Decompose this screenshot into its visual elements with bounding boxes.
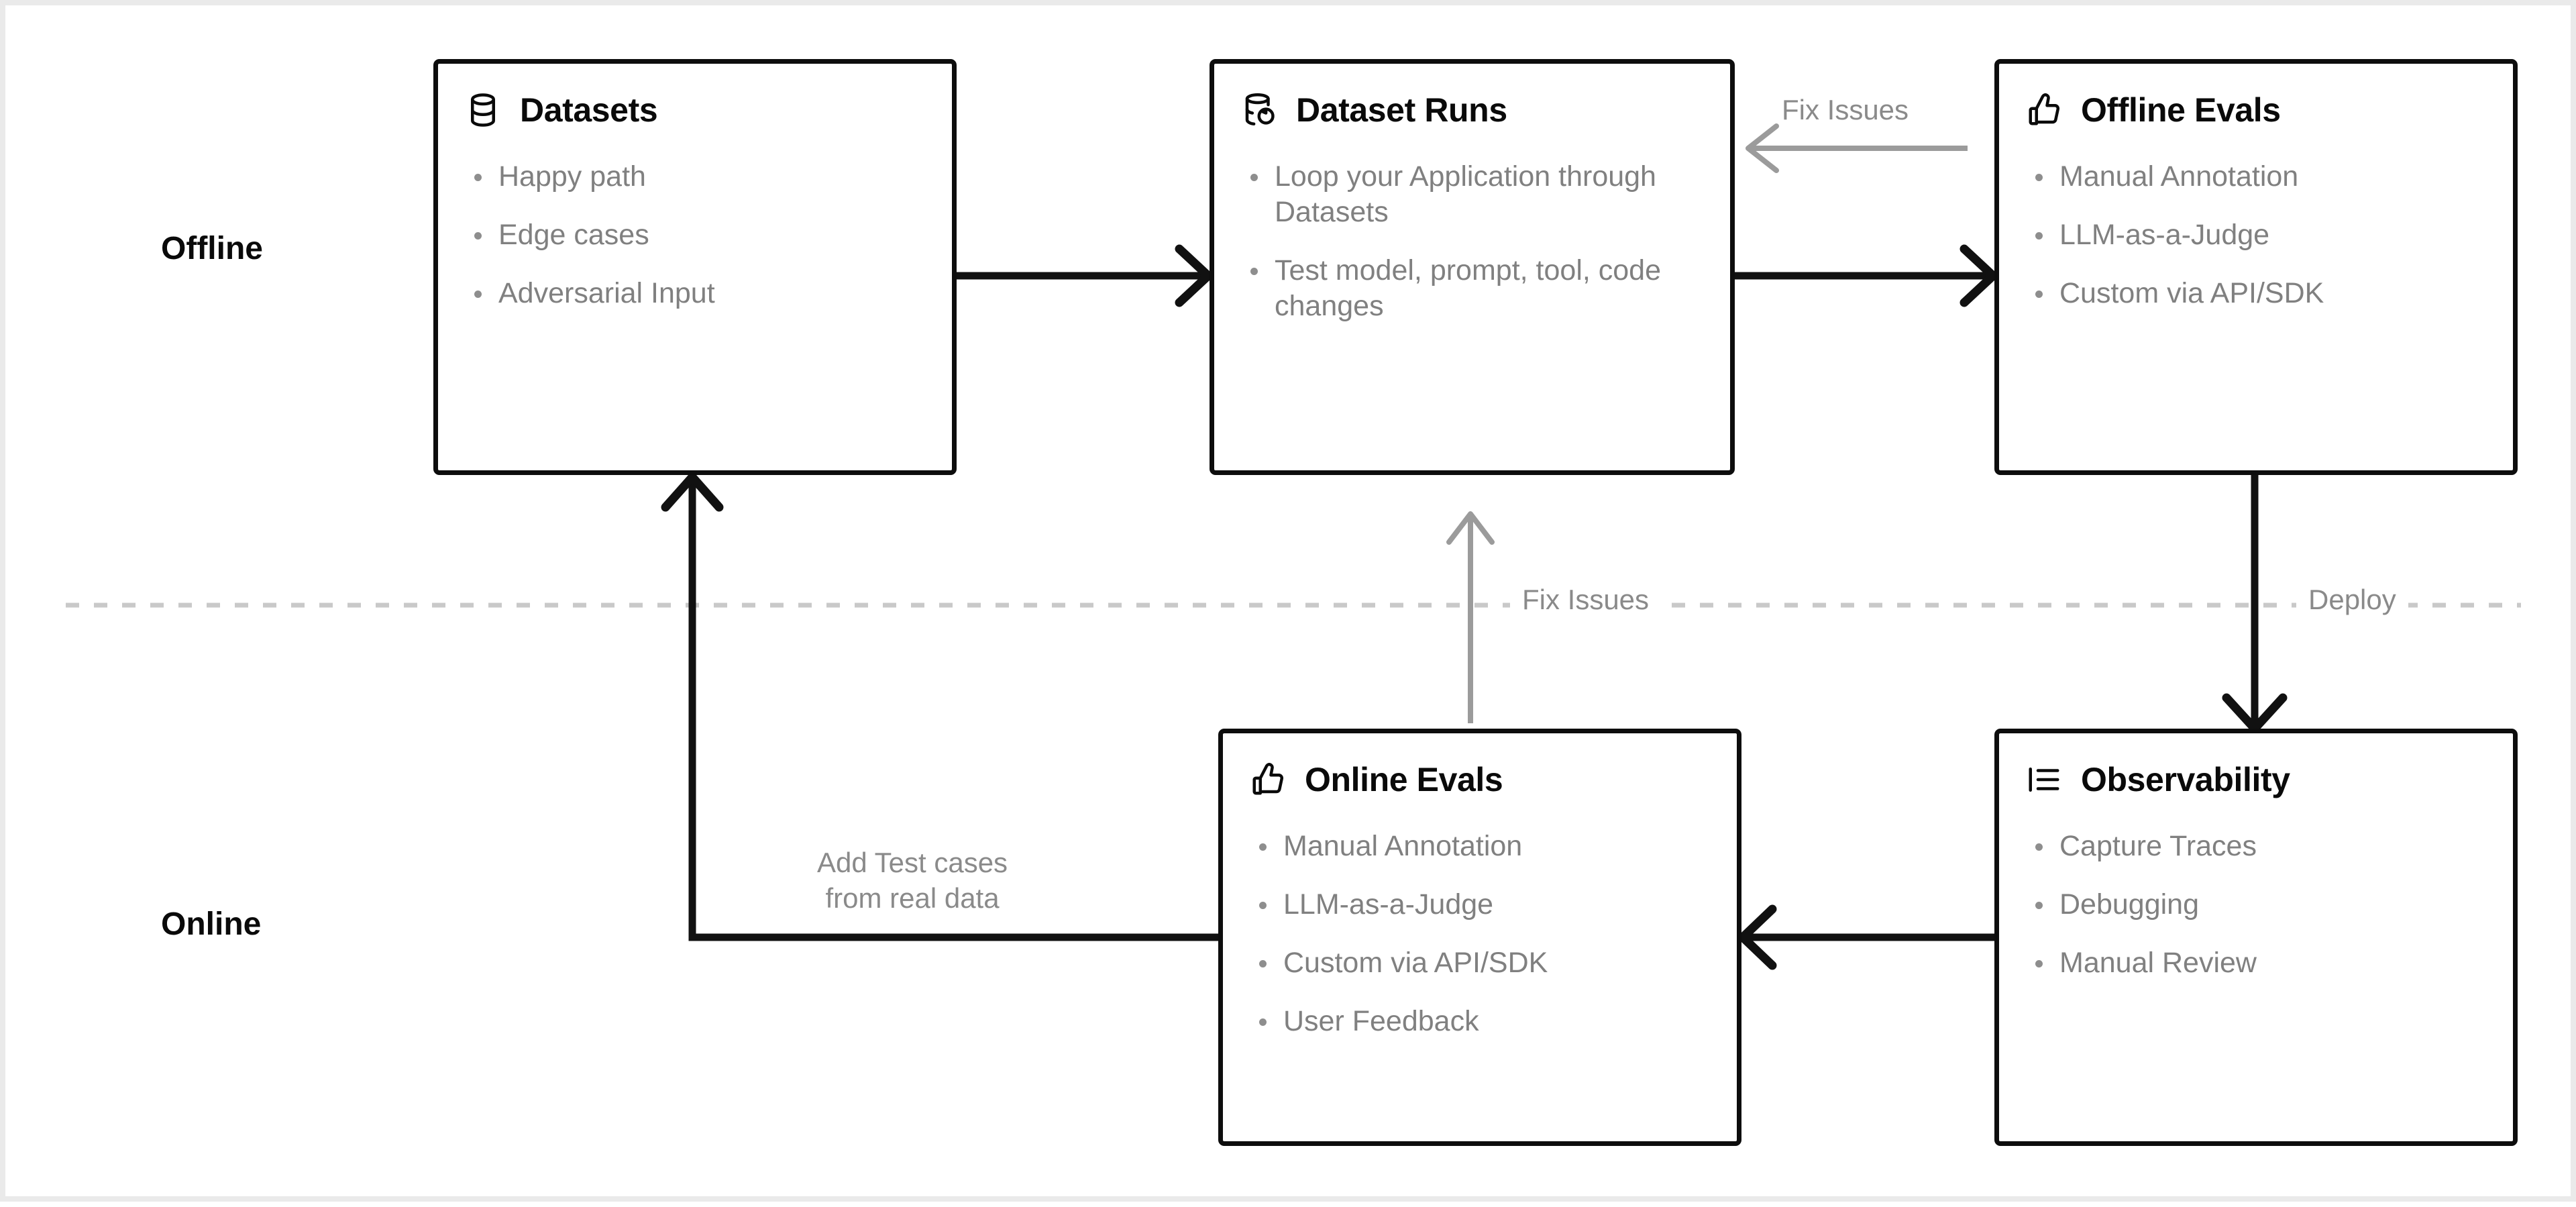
node-datasets-bullets: Happy path Edge cases Adversarial Input: [465, 159, 925, 311]
node-dataset-runs-bullets: Loop your Application through Datasets T…: [1241, 159, 1703, 324]
node-datasets-header: Datasets: [465, 91, 925, 129]
node-offline-evals[interactable]: Offline Evals Manual Annotation LLM-as-a…: [1994, 59, 2518, 475]
list-indent-icon: [2029, 768, 2059, 792]
list-item: Manual Annotation: [2026, 159, 2486, 195]
edge-label-add-test-cases: Add Test cases from real data: [817, 845, 1008, 916]
edge-label-add-test-cases-line1: Add Test cases: [817, 847, 1008, 878]
database-refresh-icon: [1245, 93, 1275, 125]
edge-datasets-to-dataset-runs: [957, 244, 1213, 307]
edge-fix-issues-top: [1746, 123, 1968, 173]
list-item: Custom via API/SDK: [1250, 945, 1710, 981]
list-item: Manual Review: [2026, 945, 2486, 981]
node-datasets-title: Datasets: [520, 91, 658, 129]
list-item: Capture Traces: [2026, 829, 2486, 864]
edge-label-add-test-cases-line2: from real data: [825, 882, 1000, 914]
thumbs-up-icon: [1252, 763, 1283, 795]
connector-layer: [66, 123, 2521, 970]
list-item: User Feedback: [1250, 1004, 1710, 1039]
edge-dataset-runs-to-offline-evals: [1735, 244, 1998, 307]
list-item: Debugging: [2026, 887, 2486, 923]
node-online-evals-header: Online Evals: [1250, 760, 1710, 799]
node-observability-bullets: Capture Traces Debugging Manual Review: [2026, 829, 2486, 981]
node-online-evals[interactable]: Online Evals Manual Annotation LLM-as-a-…: [1218, 729, 1741, 1146]
edge-label-deploy: Deploy: [2296, 582, 2408, 618]
node-online-evals-bullets: Manual Annotation LLM-as-a-Judge Custom …: [1250, 829, 1710, 1039]
node-dataset-runs-title: Dataset Runs: [1296, 91, 1507, 129]
list-item: Custom via API/SDK: [2026, 276, 2486, 311]
list-item: Edge cases: [465, 217, 925, 253]
edge-label-fix-issues-top: Fix Issues: [1782, 94, 1909, 125]
list-item: Test model, prompt, tool, code changes: [1241, 253, 1703, 324]
node-dataset-runs[interactable]: Dataset Runs Loop your Application throu…: [1210, 59, 1735, 475]
list-item: Adversarial Input: [465, 276, 925, 311]
edge-fix-issues-middle: [1446, 511, 1495, 723]
list-item: Loop your Application through Datasets: [1241, 159, 1703, 230]
list-item: Manual Annotation: [1250, 829, 1710, 864]
edge-label-fix-issues-middle: Fix Issues: [1510, 582, 1662, 618]
node-observability-header: Observability: [2026, 760, 2486, 799]
list-item: LLM-as-a-Judge: [2026, 217, 2486, 253]
node-observability[interactable]: Observability Capture Traces Debugging M…: [1994, 729, 2518, 1146]
band-label-offline: Offline: [161, 231, 263, 266]
band-label-online: Online: [161, 906, 262, 942]
database-icon: [471, 93, 495, 127]
edge-deploy: [2222, 475, 2288, 733]
node-datasets[interactable]: Datasets Happy path Edge cases Adversari…: [433, 59, 957, 475]
node-dataset-runs-header: Dataset Runs: [1241, 91, 1703, 129]
node-offline-evals-header: Offline Evals: [2026, 91, 2486, 129]
list-item: Happy path: [465, 159, 925, 195]
node-offline-evals-bullets: Manual Annotation LLM-as-a-Judge Custom …: [2026, 159, 2486, 311]
edge-add-test-cases: [661, 472, 1218, 941]
list-item: LLM-as-a-Judge: [1250, 887, 1710, 923]
node-offline-evals-title: Offline Evals: [2081, 91, 2281, 129]
node-observability-title: Observability: [2081, 761, 2290, 798]
thumbs-up-icon: [2029, 93, 2059, 125]
node-online-evals-title: Online Evals: [1305, 761, 1503, 798]
edge-observability-to-online-evals: [1738, 904, 1994, 970]
